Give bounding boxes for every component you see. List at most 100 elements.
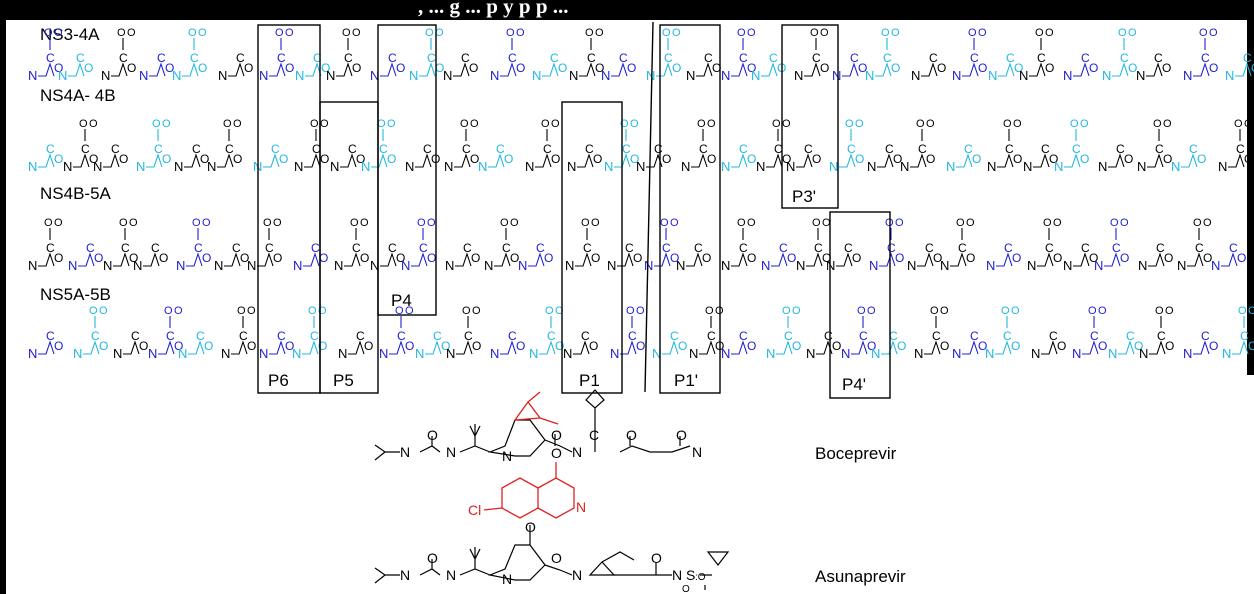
svg-text:O: O	[660, 217, 669, 229]
svg-text:O: O	[551, 152, 560, 166]
svg-text:C: C	[344, 51, 353, 65]
svg-text:O: O	[678, 339, 687, 353]
svg-text:O: O	[591, 251, 600, 265]
svg-text:N: N	[1031, 346, 1040, 361]
svg-text:N: N	[532, 68, 541, 83]
residue: NCO	[1031, 329, 1066, 361]
svg-text:O: O	[89, 118, 98, 130]
svg-text:N: N	[136, 159, 145, 174]
svg-text:C: C	[970, 51, 979, 65]
svg-text:O: O	[707, 118, 716, 130]
svg-text:O: O	[472, 305, 481, 317]
svg-text:O: O	[119, 152, 128, 166]
svg-text:O: O	[516, 61, 525, 75]
svg-text:O: O	[926, 152, 935, 166]
svg-text:N: N	[794, 68, 803, 83]
svg-text:N: N	[334, 258, 343, 273]
svg-text:O: O	[263, 217, 272, 229]
svg-text:N: N	[101, 68, 110, 83]
svg-text:N: N	[607, 258, 616, 273]
svg-text:O: O	[405, 305, 414, 317]
svg-text:O: O	[162, 152, 171, 166]
svg-text:N: N	[218, 68, 227, 83]
residue: NCO	[721, 329, 756, 361]
residue: NCO	[93, 142, 128, 174]
svg-text:C: C	[694, 241, 703, 255]
svg-text:O: O	[318, 339, 327, 353]
svg-text:O: O	[551, 118, 560, 130]
svg-text:C: C	[925, 241, 934, 255]
svg-text:O: O	[1098, 305, 1107, 317]
svg-text:C: C	[739, 329, 748, 343]
svg-text:O: O	[460, 118, 469, 130]
svg-text:O: O	[233, 152, 242, 166]
svg-text:O: O	[1203, 217, 1212, 229]
svg-text:N: N	[446, 567, 456, 583]
svg-text:O: O	[510, 251, 519, 265]
svg-text:N: N	[986, 258, 995, 273]
svg-text:O: O	[164, 305, 173, 317]
svg-text:O: O	[1013, 152, 1022, 166]
svg-text:N: N	[806, 346, 815, 361]
svg-text:O: O	[319, 251, 328, 265]
svg-text:N: N	[988, 68, 997, 83]
residue: NCO	[946, 142, 981, 174]
svg-text:C: C	[779, 241, 788, 255]
svg-text:C: C	[388, 51, 397, 65]
svg-text:N: N	[1177, 258, 1186, 273]
svg-text:C: C	[46, 241, 55, 255]
residue: NCO	[532, 51, 567, 83]
box-label-p1: P1	[579, 371, 600, 390]
svg-text:C: C	[654, 142, 663, 156]
svg-text:O: O	[1209, 339, 1218, 353]
svg-text:O: O	[99, 339, 108, 353]
svg-text:C: C	[739, 142, 748, 156]
asunaprevir-structure	[374, 525, 730, 590]
svg-text:O: O	[940, 305, 949, 317]
svg-text:O: O	[747, 27, 756, 39]
drug-name-asunaprevir: Asunaprevir	[815, 567, 906, 586]
residue: NCO	[601, 51, 636, 83]
residue: NCO	[952, 329, 987, 361]
svg-text:N: N	[370, 258, 379, 273]
svg-text:N: N	[1138, 258, 1147, 273]
svg-text:C: C	[131, 329, 140, 343]
svg-text:N: N	[796, 258, 805, 273]
svg-text:O: O	[867, 339, 876, 353]
svg-text:O: O	[321, 61, 330, 75]
svg-text:N: N	[370, 68, 379, 83]
svg-text:C: C	[583, 241, 592, 255]
svg-text:O: O	[1080, 118, 1089, 130]
svg-text:O: O	[352, 61, 361, 75]
svg-text:N: N	[63, 159, 72, 174]
svg-text:C: C	[388, 241, 397, 255]
residue: NCO	[218, 51, 253, 83]
svg-text:N: N	[295, 68, 304, 83]
svg-text:N: N	[1218, 159, 1227, 174]
svg-text:C: C	[190, 51, 199, 65]
svg-text:C: C	[664, 51, 673, 65]
svg-text:C: C	[232, 241, 241, 255]
svg-text:O: O	[285, 61, 294, 75]
svg-text:O: O	[897, 339, 906, 353]
svg-text:C: C	[119, 51, 128, 65]
svg-text:O: O	[810, 27, 819, 39]
svg-text:N: N	[1225, 68, 1234, 83]
svg-text:O: O	[89, 305, 98, 317]
svg-text:N: N	[292, 346, 301, 361]
svg-text:O: O	[427, 217, 436, 229]
svg-text:N: N	[914, 346, 923, 361]
residue: NCO	[214, 241, 249, 273]
svg-text:N: N	[563, 346, 572, 361]
svg-text:O: O	[662, 27, 671, 39]
